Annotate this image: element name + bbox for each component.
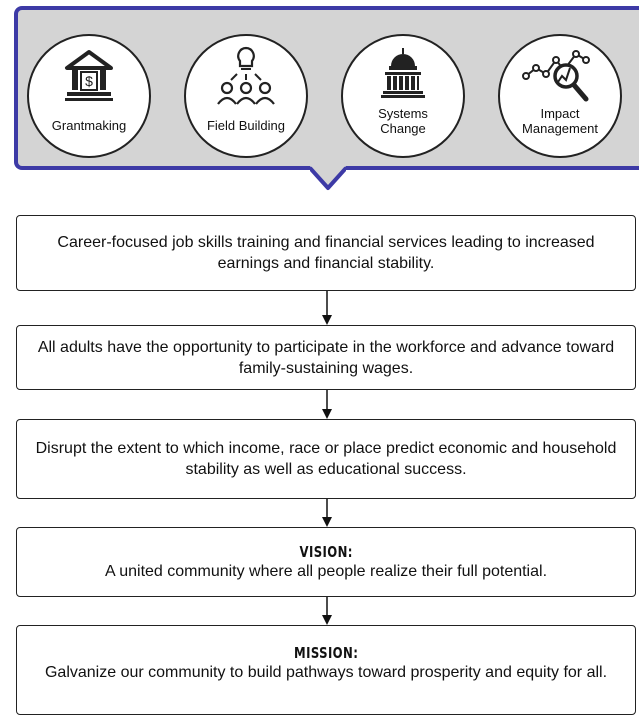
vision-box: VISION: A united community where all peo… <box>16 527 636 597</box>
outcome-box-3: Disrupt the extent to which income, race… <box>16 419 636 499</box>
outcome-box-2: All adults have the opportunity to parti… <box>16 325 636 390</box>
outcome-text: All adults have the opportunity to parti… <box>37 338 615 377</box>
outcome-box-1: Career-focused job skills training and f… <box>16 215 636 291</box>
down-arrow-icon <box>322 597 332 625</box>
mission-heading: MISSION: <box>293 644 359 662</box>
strategy-panel: $ Grantmaking Field Building <box>14 6 639 170</box>
outcome-text: Career-focused job skills training and f… <box>57 234 595 272</box>
vision-heading: VISION: <box>299 542 353 561</box>
bank-icon: $ <box>65 50 113 101</box>
mission-box: MISSION: Galvanize our community to buil… <box>16 625 636 715</box>
down-arrow-icon <box>322 291 332 325</box>
mission-text: Galvanize our community to build pathway… <box>44 664 608 681</box>
strategy-impact-management: Impact Management <box>498 34 622 158</box>
strategy-label: Systems Change <box>378 106 428 136</box>
capitol-building-icon <box>381 48 425 98</box>
panel-pointer <box>310 166 346 190</box>
strategy-grantmaking: $ Grantmaking <box>27 34 151 158</box>
outcome-text: Disrupt the extent to which income, race… <box>35 440 617 478</box>
down-arrow-icon <box>322 390 332 419</box>
strategy-label: Grantmaking <box>51 118 127 133</box>
strategy-label: Field Building <box>206 118 286 133</box>
vision-text: A united community where all people real… <box>104 562 548 580</box>
down-arrow-icon <box>322 499 332 527</box>
magnifier-chart-icon <box>522 50 590 102</box>
svg-text:$: $ <box>85 73 93 89</box>
lightbulb-people-icon <box>217 46 275 105</box>
strategy-field-building: Field Building <box>184 34 308 158</box>
strategy-label: Impact Management <box>522 106 598 136</box>
strategy-systems-change: Systems Change <box>341 34 465 158</box>
